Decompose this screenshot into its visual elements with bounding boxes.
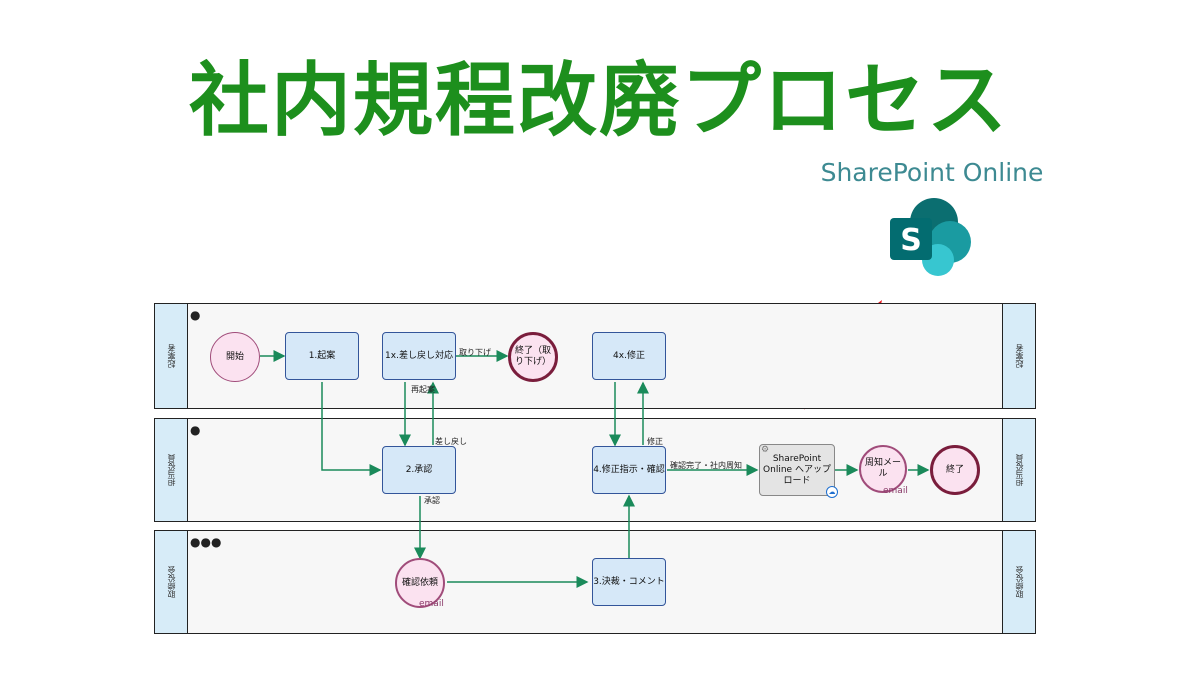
- lane-header-left: 取締役会: [155, 531, 188, 633]
- email-tag: email: [419, 599, 444, 609]
- confirm-request-event: 確認依頼: [395, 558, 445, 608]
- notify-mail-event: 周知メール: [859, 445, 907, 493]
- end-withdraw-event: 終了（取り下げ）: [508, 332, 558, 382]
- person-icon: ●: [190, 308, 201, 322]
- sharepoint-logo-icon: S: [890, 198, 971, 276]
- task-fix-confirm: 4.修正指示・確認: [592, 446, 666, 494]
- lane-header-left: 起案者: [155, 304, 188, 408]
- flow-lines: [260, 350, 930, 588]
- page-title: 社内規程改廃プロセス: [189, 53, 1009, 147]
- label-accept: 承認: [424, 496, 440, 505]
- end-event: 終了: [930, 445, 980, 495]
- lane-header-right: 担当役員: [1002, 419, 1035, 521]
- task-remand-handle: 1x.差し戻し対応: [382, 332, 456, 380]
- lane-header-right: 取締役会: [1002, 531, 1035, 633]
- label-withdraw: 取り下げ: [459, 348, 491, 357]
- email-tag: email: [883, 486, 908, 496]
- lane-board: 取締役会 取締役会 ●●●: [154, 530, 1036, 634]
- label-remand: 差し戻し: [435, 437, 467, 446]
- start-event: 開始: [210, 332, 260, 382]
- task-sharepoint-upload: SharePoint Online へアップロード: [759, 444, 835, 496]
- sharepoint-logo-letter: S: [900, 223, 922, 258]
- task-fix: 4x.修正: [592, 332, 666, 380]
- task-resolution: 3.決裁・コメント: [592, 558, 666, 606]
- gear-icon: ⚙: [761, 445, 770, 455]
- lane-header-right: 起案者: [1002, 304, 1035, 408]
- lane-header-left: 担当役員: [155, 419, 188, 521]
- people-group-icon: ●●●: [190, 535, 222, 549]
- label-confirm-notice: 確認完了・社内周知: [670, 461, 742, 470]
- cloud-icon: ☁: [826, 486, 838, 498]
- label-fix-done: 修正: [647, 437, 663, 446]
- process-diagram: 起案者 起案者 ● 担当役員 担当役員 ● 取締役会 取締役会 ●●●: [154, 303, 1038, 637]
- sharepoint-label: SharePoint Online: [820, 158, 1044, 187]
- person-icon: ●: [190, 423, 201, 437]
- task-draft: 1.起案: [285, 332, 359, 380]
- task-approve: 2.承認: [382, 446, 456, 494]
- label-resubmit: 再起案: [411, 385, 435, 394]
